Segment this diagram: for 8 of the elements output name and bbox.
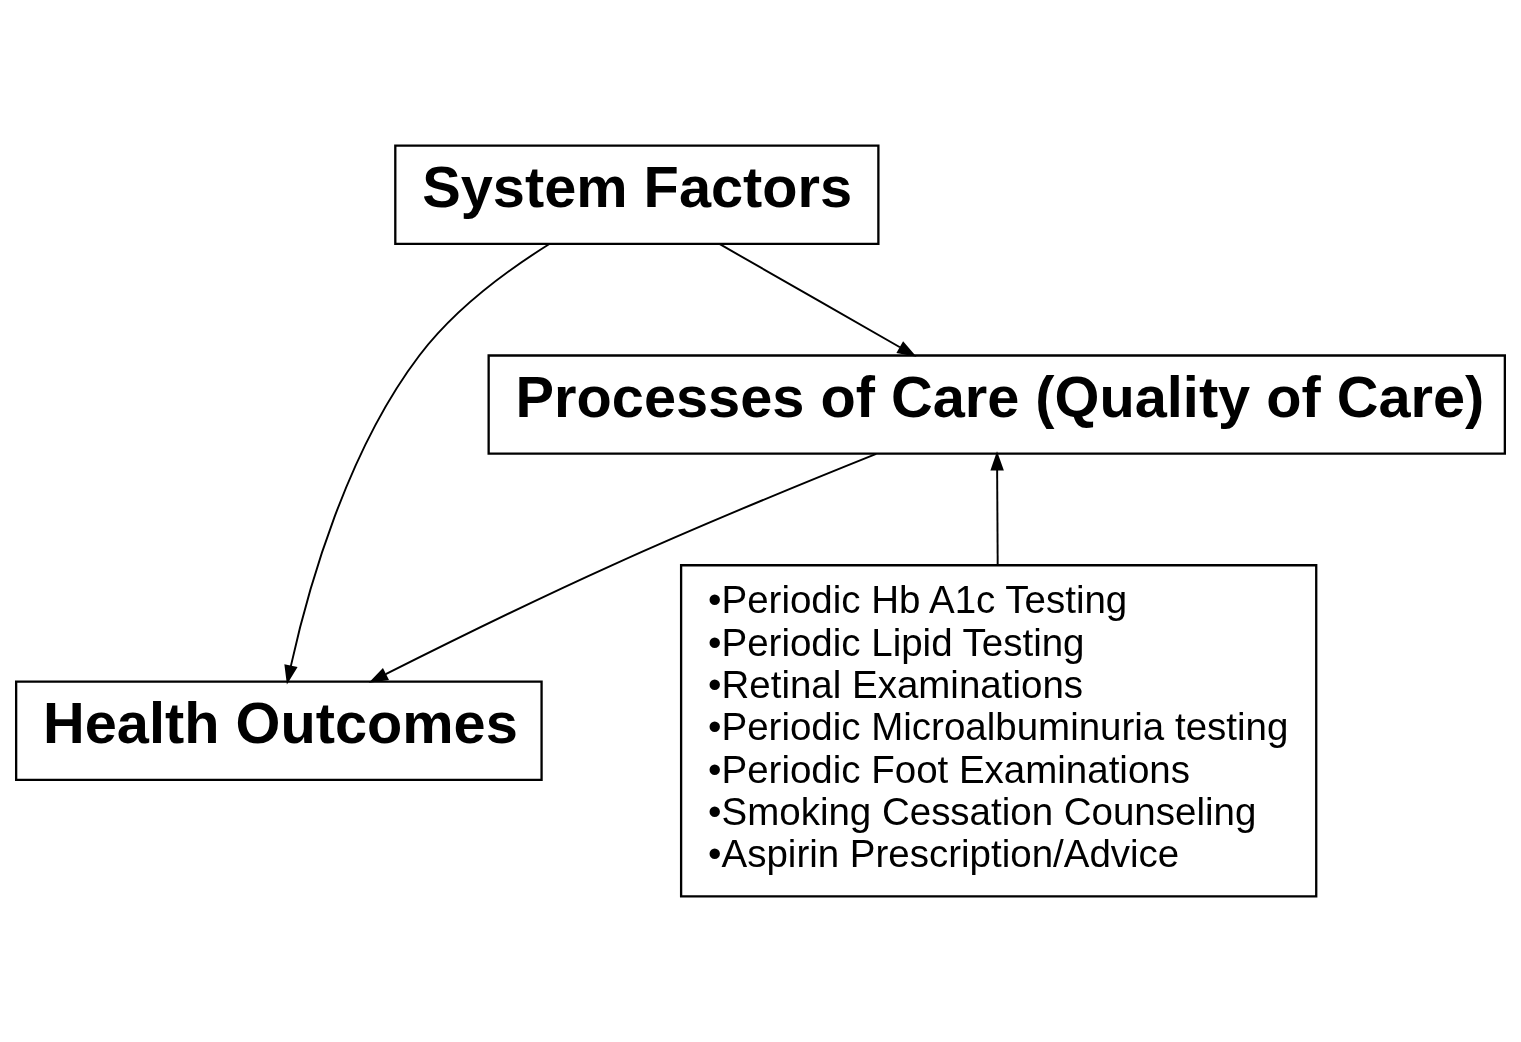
node-box: System Factors <box>394 144 880 245</box>
arrow <box>990 451 1004 566</box>
arrow <box>718 243 917 357</box>
node-box: •Periodic Hb A1c Testing •Periodic Lipid Testing •Retinal Examinations •Periodic Microalbuminuria testing •Periodic Foot Examinations •Smoking Cessation Counseling •Aspirin Prescription/Advice <box>679 564 1318 898</box>
arrow <box>284 243 551 685</box>
node-box: Health Outcomes <box>15 680 543 781</box>
node-box: Processes of Care (Quality of Care) <box>487 354 1506 455</box>
arrow <box>368 452 878 683</box>
